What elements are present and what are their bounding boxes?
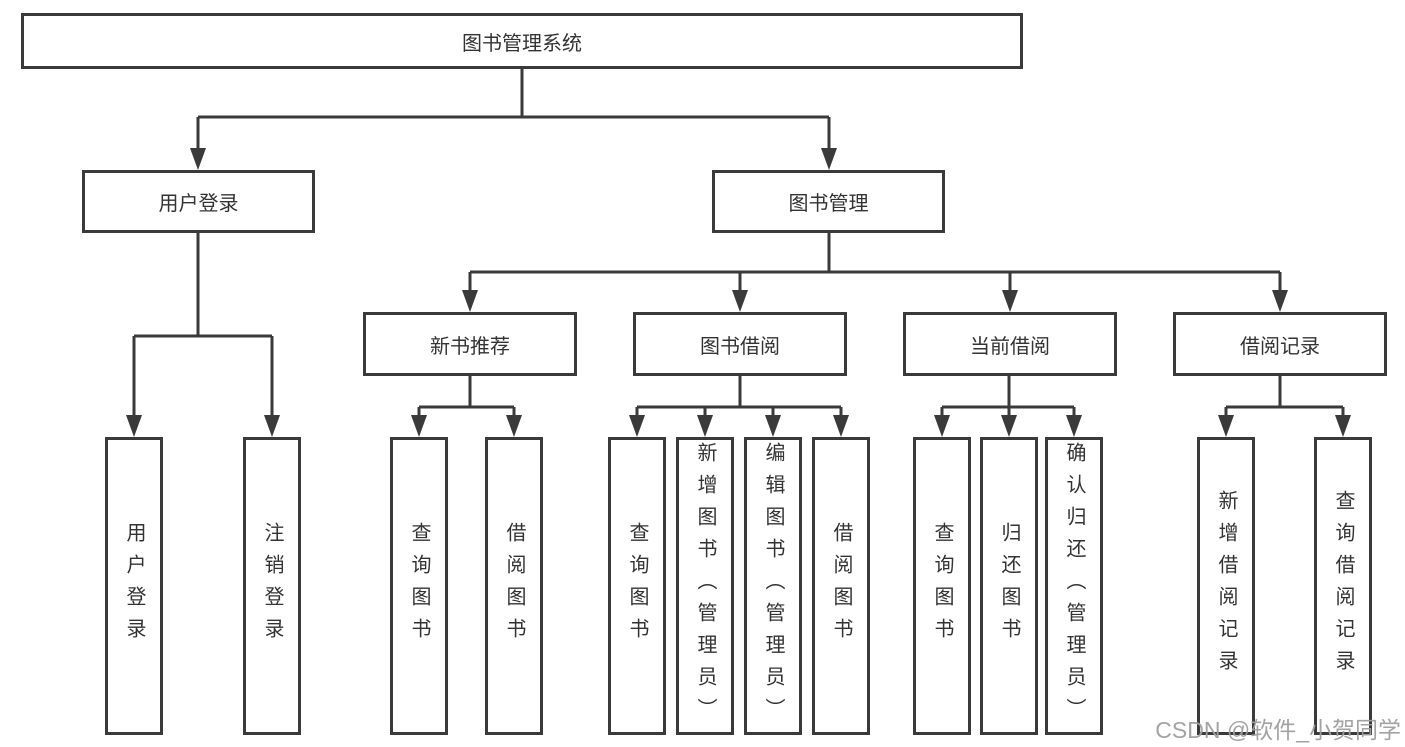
node-book-management: 图书管理 <box>712 170 945 233</box>
node-label: 新书推荐 <box>430 335 510 358</box>
leaf-borrow-books: 借阅图书 <box>812 437 870 735</box>
node-borrowing-records: 借阅记录 <box>1173 312 1387 376</box>
node-label: 借阅记录 <box>1240 335 1320 358</box>
node-label: 用户登录 <box>158 193 239 215</box>
node-label: 查询图书 <box>626 522 648 650</box>
node-book-borrowing: 图书借阅 <box>633 312 847 376</box>
leaf-return-books: 归还图书 <box>980 437 1038 735</box>
leaf-edit-books-admin: 编辑图书（管理员） <box>744 437 802 735</box>
node-label: 用户登录 <box>123 522 145 650</box>
node-label: 确认归还（管理员） <box>1063 442 1085 730</box>
node-current-borrowing: 当前借阅 <box>903 312 1117 376</box>
leaf-query-borrow-record: 查询借阅记录 <box>1314 437 1372 735</box>
node-label: 查询图书 <box>408 522 430 650</box>
node-label: 图书借阅 <box>700 335 780 358</box>
node-label: 编辑图书（管理员） <box>762 442 784 730</box>
leaf-query-books-recommend: 查询图书 <box>390 437 448 735</box>
leaf-confirm-return-admin: 确认归还（管理员） <box>1045 437 1103 735</box>
node-label: 新增借阅记录 <box>1215 490 1237 682</box>
node-label: 新增图书（管理员） <box>694 442 716 730</box>
leaf-query-books-borrowing: 查询图书 <box>608 437 666 735</box>
node-label: 借阅图书 <box>503 522 525 650</box>
leaf-add-books-admin: 新增图书（管理员） <box>676 437 734 735</box>
leaf-add-borrow-record: 新增借阅记录 <box>1197 437 1255 735</box>
node-label: 归还图书 <box>998 522 1020 650</box>
node-label: 图书管理 <box>788 193 869 215</box>
node-label: 查询借阅记录 <box>1332 490 1354 682</box>
leaf-logout: 注销登录 <box>243 437 301 735</box>
node-label: 当前借阅 <box>970 335 1050 358</box>
node-library-management-system: 图书管理系统 <box>21 13 1023 69</box>
node-label: 借阅图书 <box>830 522 852 650</box>
node-user-login: 用户登录 <box>82 170 315 233</box>
leaf-borrow-books-recommend: 借阅图书 <box>485 437 543 735</box>
node-label: 查询图书 <box>931 522 953 650</box>
leaf-user-login: 用户登录 <box>105 437 163 735</box>
node-new-book-recommendation: 新书推荐 <box>363 312 577 376</box>
node-label: 图书管理系统 <box>462 32 582 55</box>
csdn-watermark: CSDN @软件_小贺同学 <box>1155 717 1401 743</box>
node-label: 注销登录 <box>261 522 283 650</box>
leaf-query-books-current: 查询图书 <box>913 437 971 735</box>
